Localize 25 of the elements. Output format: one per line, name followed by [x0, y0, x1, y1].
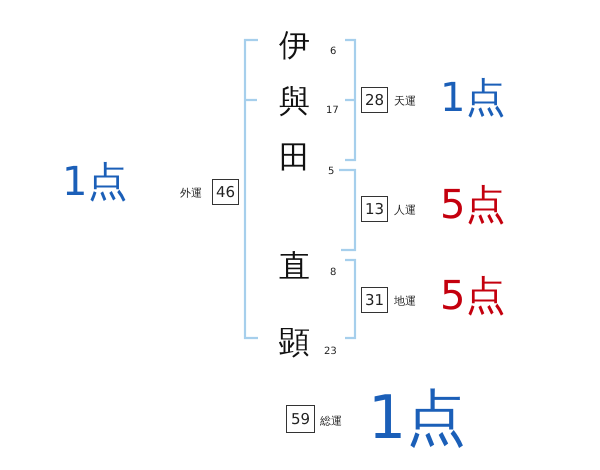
stroke-count: 5 [328, 167, 334, 177]
fortune-label: 天運 [394, 96, 416, 106]
stroke-count: 8 [330, 268, 336, 278]
name-character: 直 [279, 252, 310, 282]
fortune-label: 人運 [394, 204, 416, 216]
number-box: 28 [361, 87, 388, 113]
number-box: 46 [212, 179, 239, 205]
score-text: 5点 [440, 185, 506, 225]
name-character: 伊 [279, 30, 310, 62]
fortune-label: 地運 [394, 296, 416, 306]
stroke-count: 17 [326, 106, 339, 116]
fortune-label: 総運 [320, 416, 342, 426]
score-text: 1点 [440, 78, 506, 118]
score-text: 5点 [440, 276, 506, 316]
number-box: 31 [361, 287, 388, 313]
stroke-count: 23 [324, 347, 337, 357]
score-text: 1点 [62, 162, 128, 202]
fortune-label: 外運 [180, 188, 202, 198]
name-character: 與 [279, 86, 310, 118]
stroke-count: 6 [330, 47, 336, 57]
name-character: 顕 [279, 328, 310, 358]
score-text: 1点 [368, 388, 466, 448]
name-character: 田 [279, 142, 310, 174]
number-box: 59 [286, 405, 315, 433]
number-box: 13 [361, 196, 388, 222]
